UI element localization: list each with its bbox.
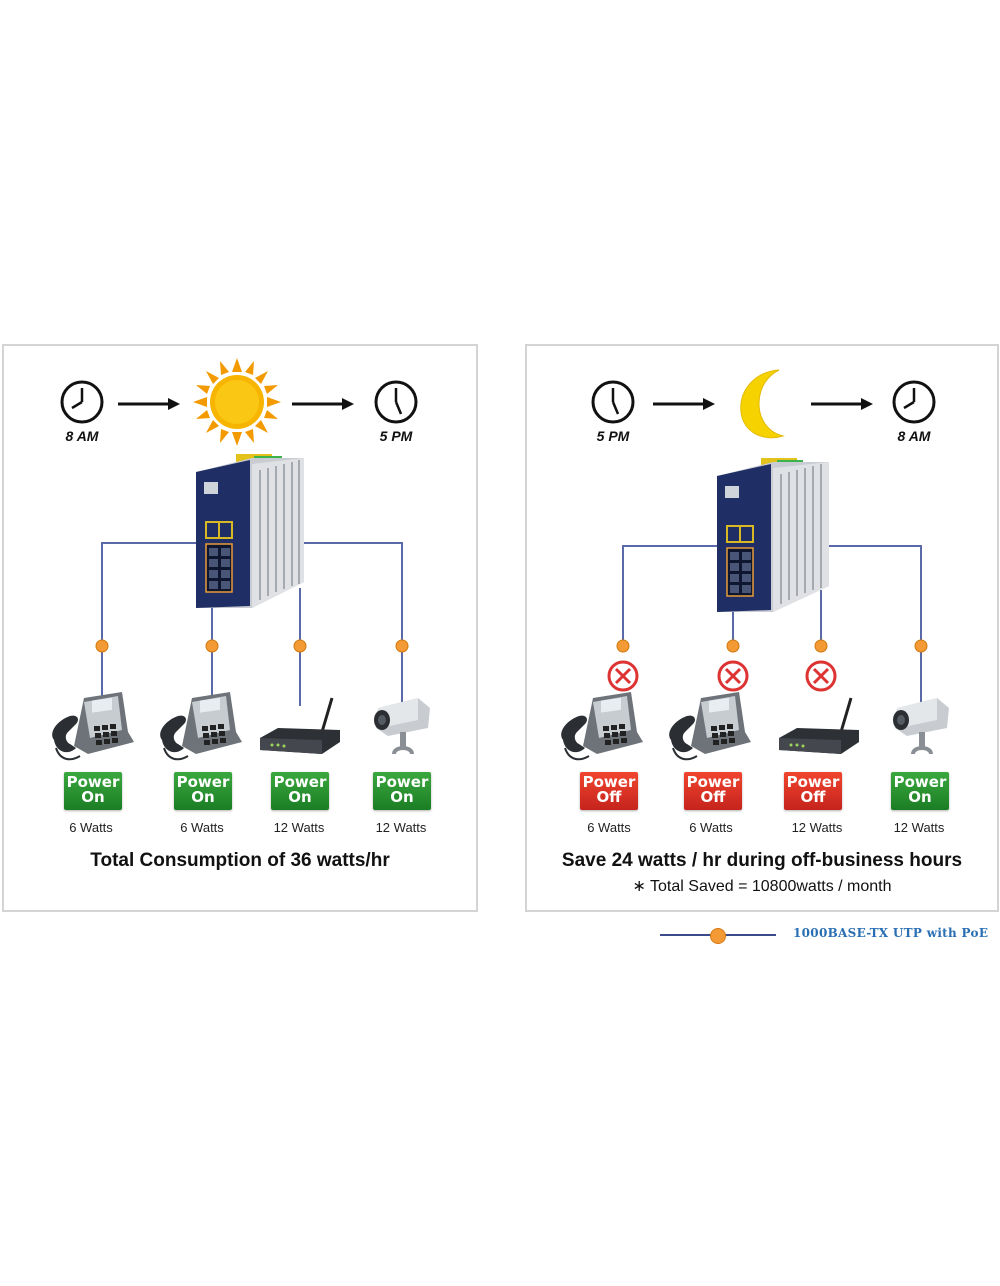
wireless-ap-icon [779,697,859,754]
power-off-icon [607,660,639,692]
ip-phone-icon [52,692,134,761]
ip-phone-icon [669,692,751,761]
device-watts-label: 12 Watts [273,820,325,835]
device-watts-label: 6 Watts [689,820,733,835]
poe-switch-icon [717,458,829,612]
total-saved-note: ∗ Total Saved = 10800watts / month [632,878,892,895]
clock-icon [374,380,418,424]
clock-icon [892,380,936,424]
sun-icon [193,358,281,446]
ip-camera-icon [893,698,949,755]
arrow-right-icon [118,398,180,410]
clock-icon [591,380,635,424]
device-watts-label: 6 Watts [587,820,631,835]
start-time-label: 5 PM [596,428,630,444]
arrow-right-icon [811,398,873,410]
poe-connector-icon [95,639,409,653]
wireless-ap-icon [260,697,340,754]
consumption-caption: Total Consumption of 36 watts/hr [90,850,390,871]
clock-icon [60,380,104,424]
end-time-label: 5 PM [379,428,413,444]
daytime-diagram [52,358,430,761]
ip-camera-icon [374,698,430,755]
ip-phone-icon [561,692,643,761]
end-time-label: 8 AM [897,428,931,444]
power-off-icon [717,660,749,692]
device-watts-label: 6 Watts [69,820,113,835]
legend-label: 1000BASE-TX UTP with PoE [793,926,989,940]
device-watts-label: 12 Watts [893,820,945,835]
device-watts-label: 12 Watts [375,820,427,835]
poe-connector-icon [710,928,726,944]
arrow-right-icon [653,398,715,410]
device-watts-label: 6 Watts [180,820,224,835]
moon-icon [740,369,785,439]
power-off-icon [805,660,837,692]
ip-phone-icon [160,692,242,761]
device-watts-label: 12 Watts [791,820,843,835]
savings-caption: Save 24 watts / hr during off-business h… [561,850,963,871]
start-time-label: 8 AM [65,428,99,444]
poe-connector-icon [616,639,928,653]
nighttime-diagram [561,369,949,761]
arrow-right-icon [292,398,354,410]
poe-switch-icon [196,454,304,608]
